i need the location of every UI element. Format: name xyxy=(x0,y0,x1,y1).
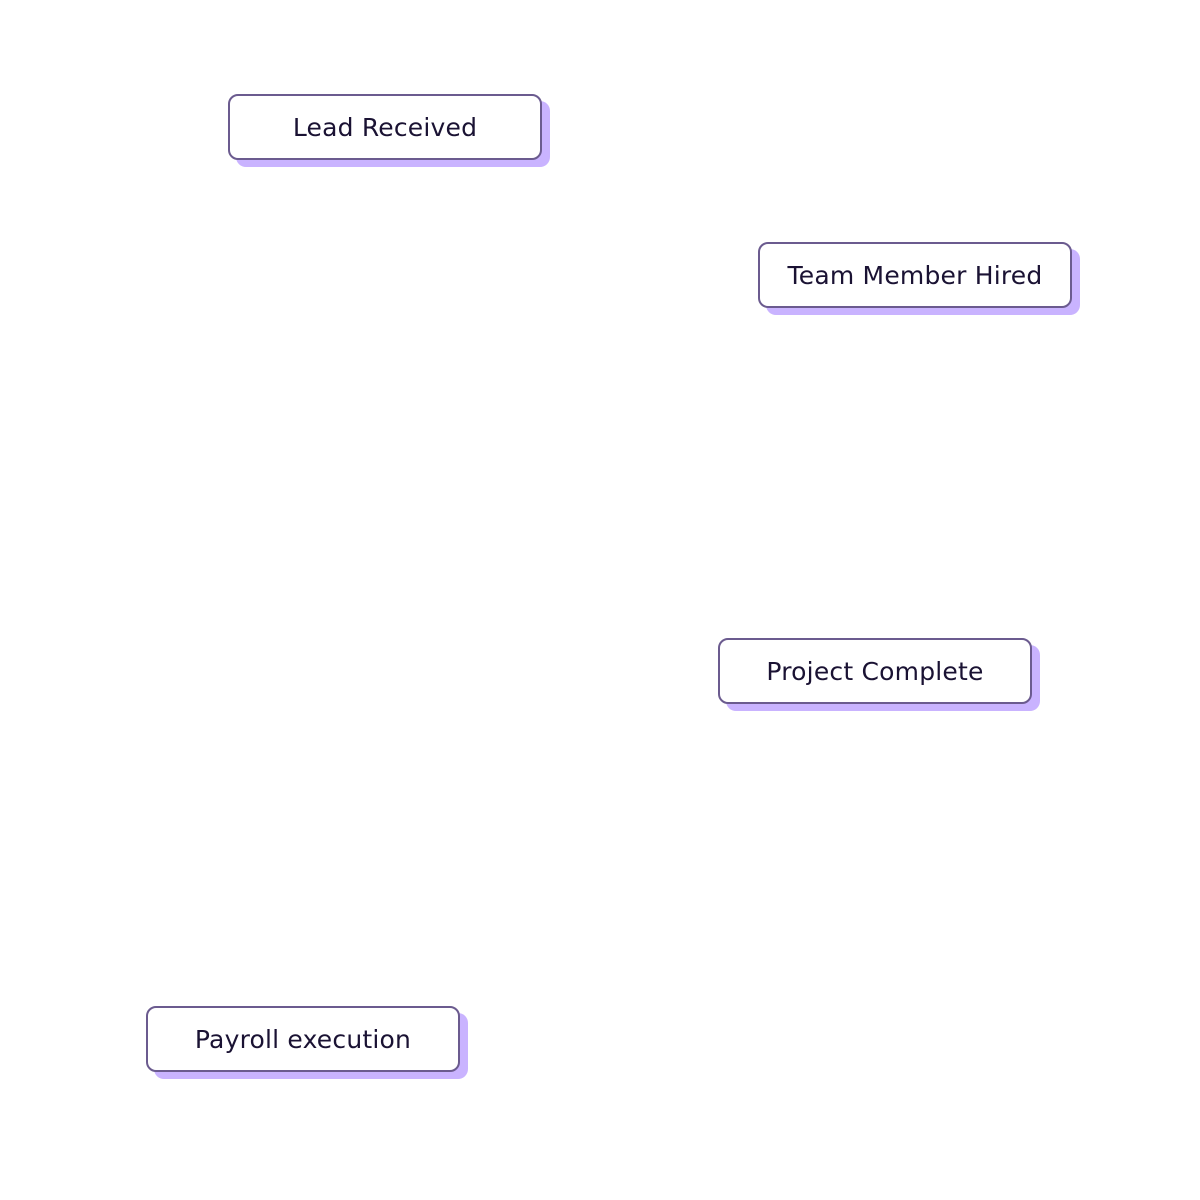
node-label: Lead Received xyxy=(292,112,478,142)
node-label: Project Complete xyxy=(766,656,984,686)
node-payroll-execution[interactable]: Payroll execution xyxy=(146,1006,460,1072)
node-label: Team Member Hired xyxy=(787,260,1043,290)
node-label: Payroll execution xyxy=(194,1024,412,1054)
node-project-complete[interactable]: Project Complete xyxy=(718,638,1032,704)
node-lead-received[interactable]: Lead Received xyxy=(228,94,542,160)
node-team-member-hired[interactable]: Team Member Hired xyxy=(758,242,1072,308)
